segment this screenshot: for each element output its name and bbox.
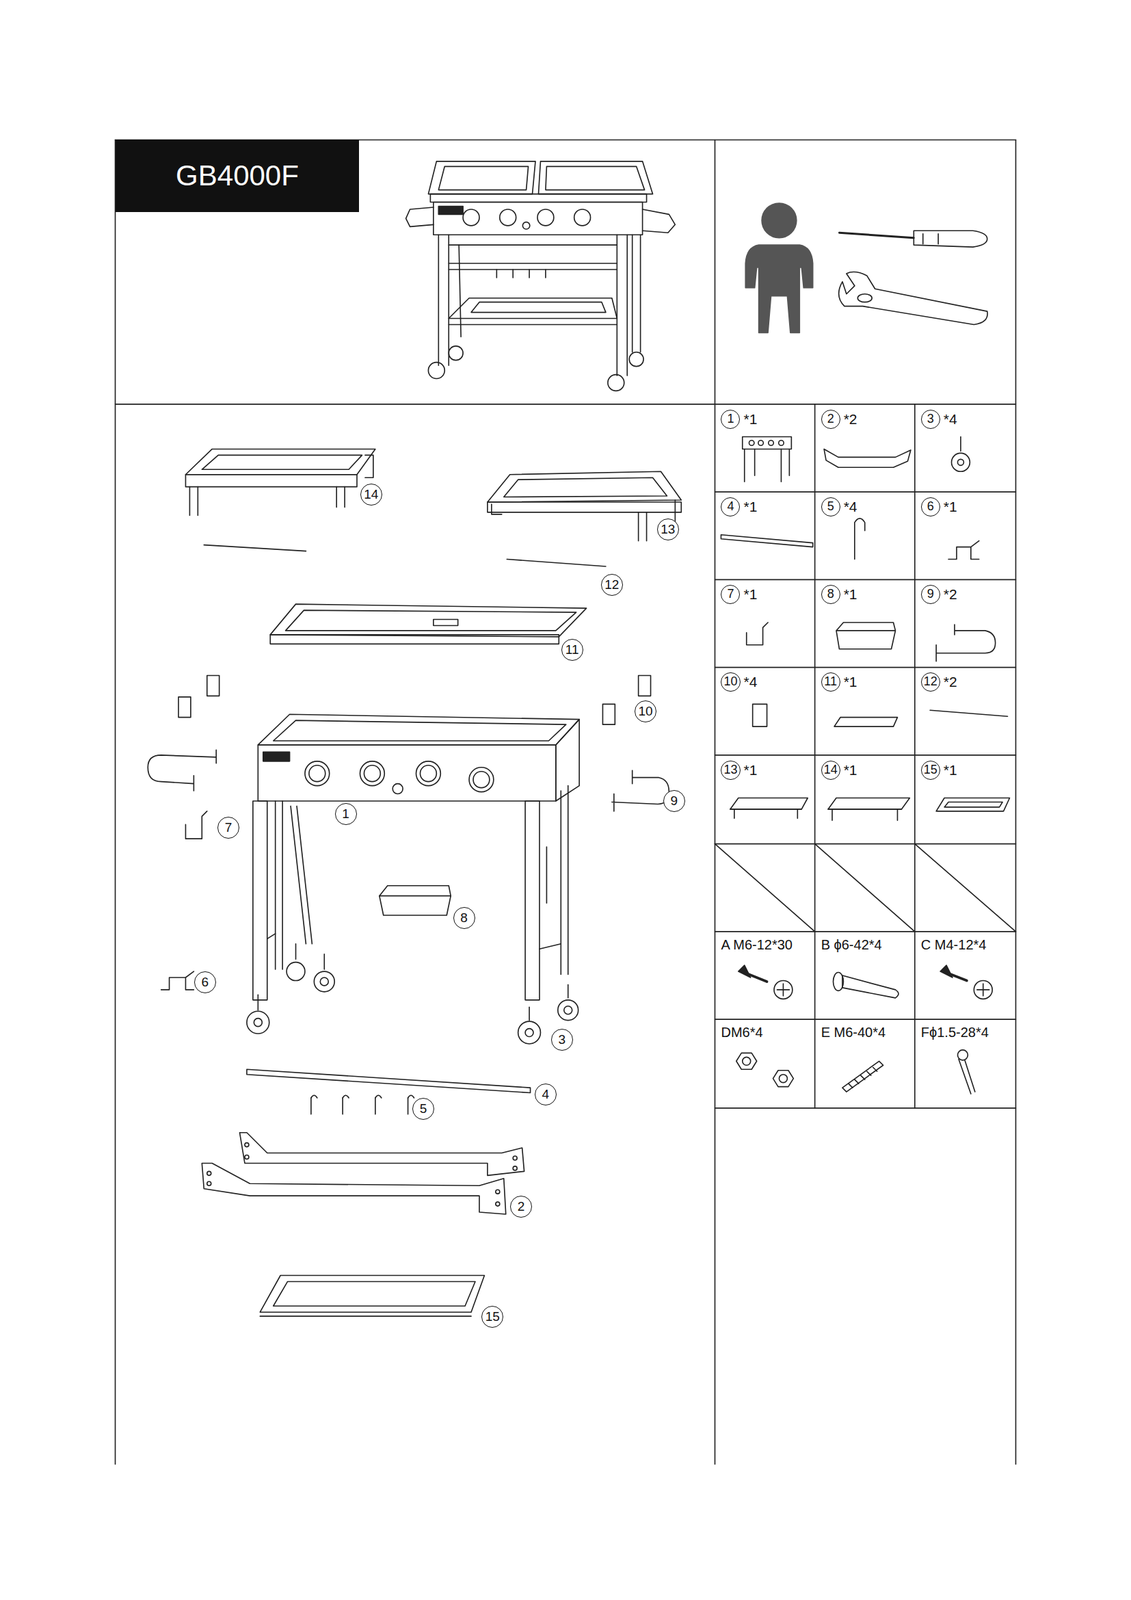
part-cell: 7*1: [715, 579, 814, 667]
part-number: 7: [720, 584, 740, 604]
part-quantity: *1: [743, 410, 757, 428]
part-cell: 13*1: [715, 755, 814, 842]
callout-number: 15: [481, 1305, 504, 1328]
part-cell: 5*4: [815, 492, 915, 579]
hardware-spec: B ϕ6-42*4: [821, 936, 909, 953]
part-quantity: *1: [743, 498, 757, 515]
hardware-spec: DM6*4: [720, 1024, 809, 1041]
part-quantity: *2: [943, 586, 958, 603]
callout-number: 13: [657, 518, 680, 541]
hardware-spec: E M6-40*4: [821, 1024, 909, 1041]
part-number: 5: [821, 497, 841, 517]
part-number: 1: [720, 409, 740, 429]
part-number: 8: [821, 584, 841, 604]
hardware-cell: Fϕ1.5-28*4: [915, 1019, 1015, 1106]
callout-number: 2: [510, 1195, 532, 1218]
part-number: 3: [921, 409, 941, 429]
part-number: 2: [821, 409, 841, 429]
hardware-cell: A M6-12*30: [715, 932, 814, 1019]
callout-number: 1: [335, 802, 357, 825]
callout-number: 11: [561, 638, 584, 661]
part-cell: 11*1: [815, 667, 915, 754]
tools-icon: [745, 203, 988, 333]
part-quantity: *1: [843, 673, 858, 690]
callout-number: 5: [412, 1097, 435, 1120]
part-number: 14: [821, 760, 841, 780]
hardware-cell: B ϕ6-42*4: [815, 932, 915, 1019]
hardware-cell: DM6*4: [715, 1019, 814, 1106]
callout-number: 9: [663, 789, 686, 812]
part-number: 12: [921, 672, 941, 692]
part-number: 4: [720, 497, 740, 517]
part-icons: [720, 436, 1010, 1094]
part-cell: 14*1: [815, 755, 915, 842]
part-cell: 8*1: [815, 579, 915, 667]
part-number: 10: [720, 672, 740, 692]
part-cell: 6*1: [915, 492, 1015, 579]
part-cell: 15*1: [915, 755, 1015, 842]
callout-number: 4: [534, 1083, 557, 1106]
part-number: 13: [720, 760, 740, 780]
part-cell: 1*1: [715, 404, 814, 491]
part-quantity: *2: [943, 673, 958, 690]
callout-number: 8: [453, 906, 476, 929]
part-cell: 3*4: [915, 404, 1015, 491]
callout-number: 12: [601, 573, 623, 596]
part-quantity: *4: [843, 498, 858, 515]
sheet-frame: [115, 140, 1017, 1465]
part-quantity: *1: [843, 586, 858, 603]
part-cell: 2*2: [815, 404, 915, 491]
hardware-spec: Fϕ1.5-28*4: [921, 1024, 1009, 1041]
part-quantity: *4: [943, 410, 958, 428]
part-quantity: *4: [743, 673, 758, 690]
part-number: 15: [921, 760, 941, 780]
griddle-overview: [406, 161, 676, 392]
callout-number: 3: [551, 1028, 574, 1051]
part-quantity: *1: [843, 761, 858, 779]
callout-number: 10: [634, 700, 657, 723]
title-box: GB4000F: [115, 139, 359, 212]
callout-number: 7: [217, 816, 240, 839]
callout-number: 14: [360, 483, 383, 506]
hardware-spec: C M4-12*4: [921, 936, 1009, 953]
exploded-view: [147, 448, 682, 1316]
part-cell: 4*1: [715, 492, 814, 579]
part-quantity: *2: [843, 410, 858, 428]
part-number: 11: [821, 672, 841, 692]
callout-number: 6: [194, 970, 217, 993]
part-quantity: *1: [743, 586, 757, 603]
part-quantity: *1: [743, 761, 758, 779]
part-cell: 10*4: [715, 667, 814, 754]
part-cell: 12*2: [915, 667, 1015, 754]
part-number: 6: [921, 497, 941, 517]
hardware-cell: C M4-12*4: [915, 932, 1015, 1019]
part-quantity: *1: [943, 498, 958, 515]
hardware-cell: E M6-40*4: [815, 1019, 915, 1106]
part-quantity: *1: [943, 761, 958, 779]
hardware-spec: A M6-12*30: [720, 936, 809, 953]
part-cell: 9*2: [915, 579, 1015, 667]
part-number: 9: [921, 584, 941, 604]
model-title: GB4000F: [175, 159, 299, 193]
